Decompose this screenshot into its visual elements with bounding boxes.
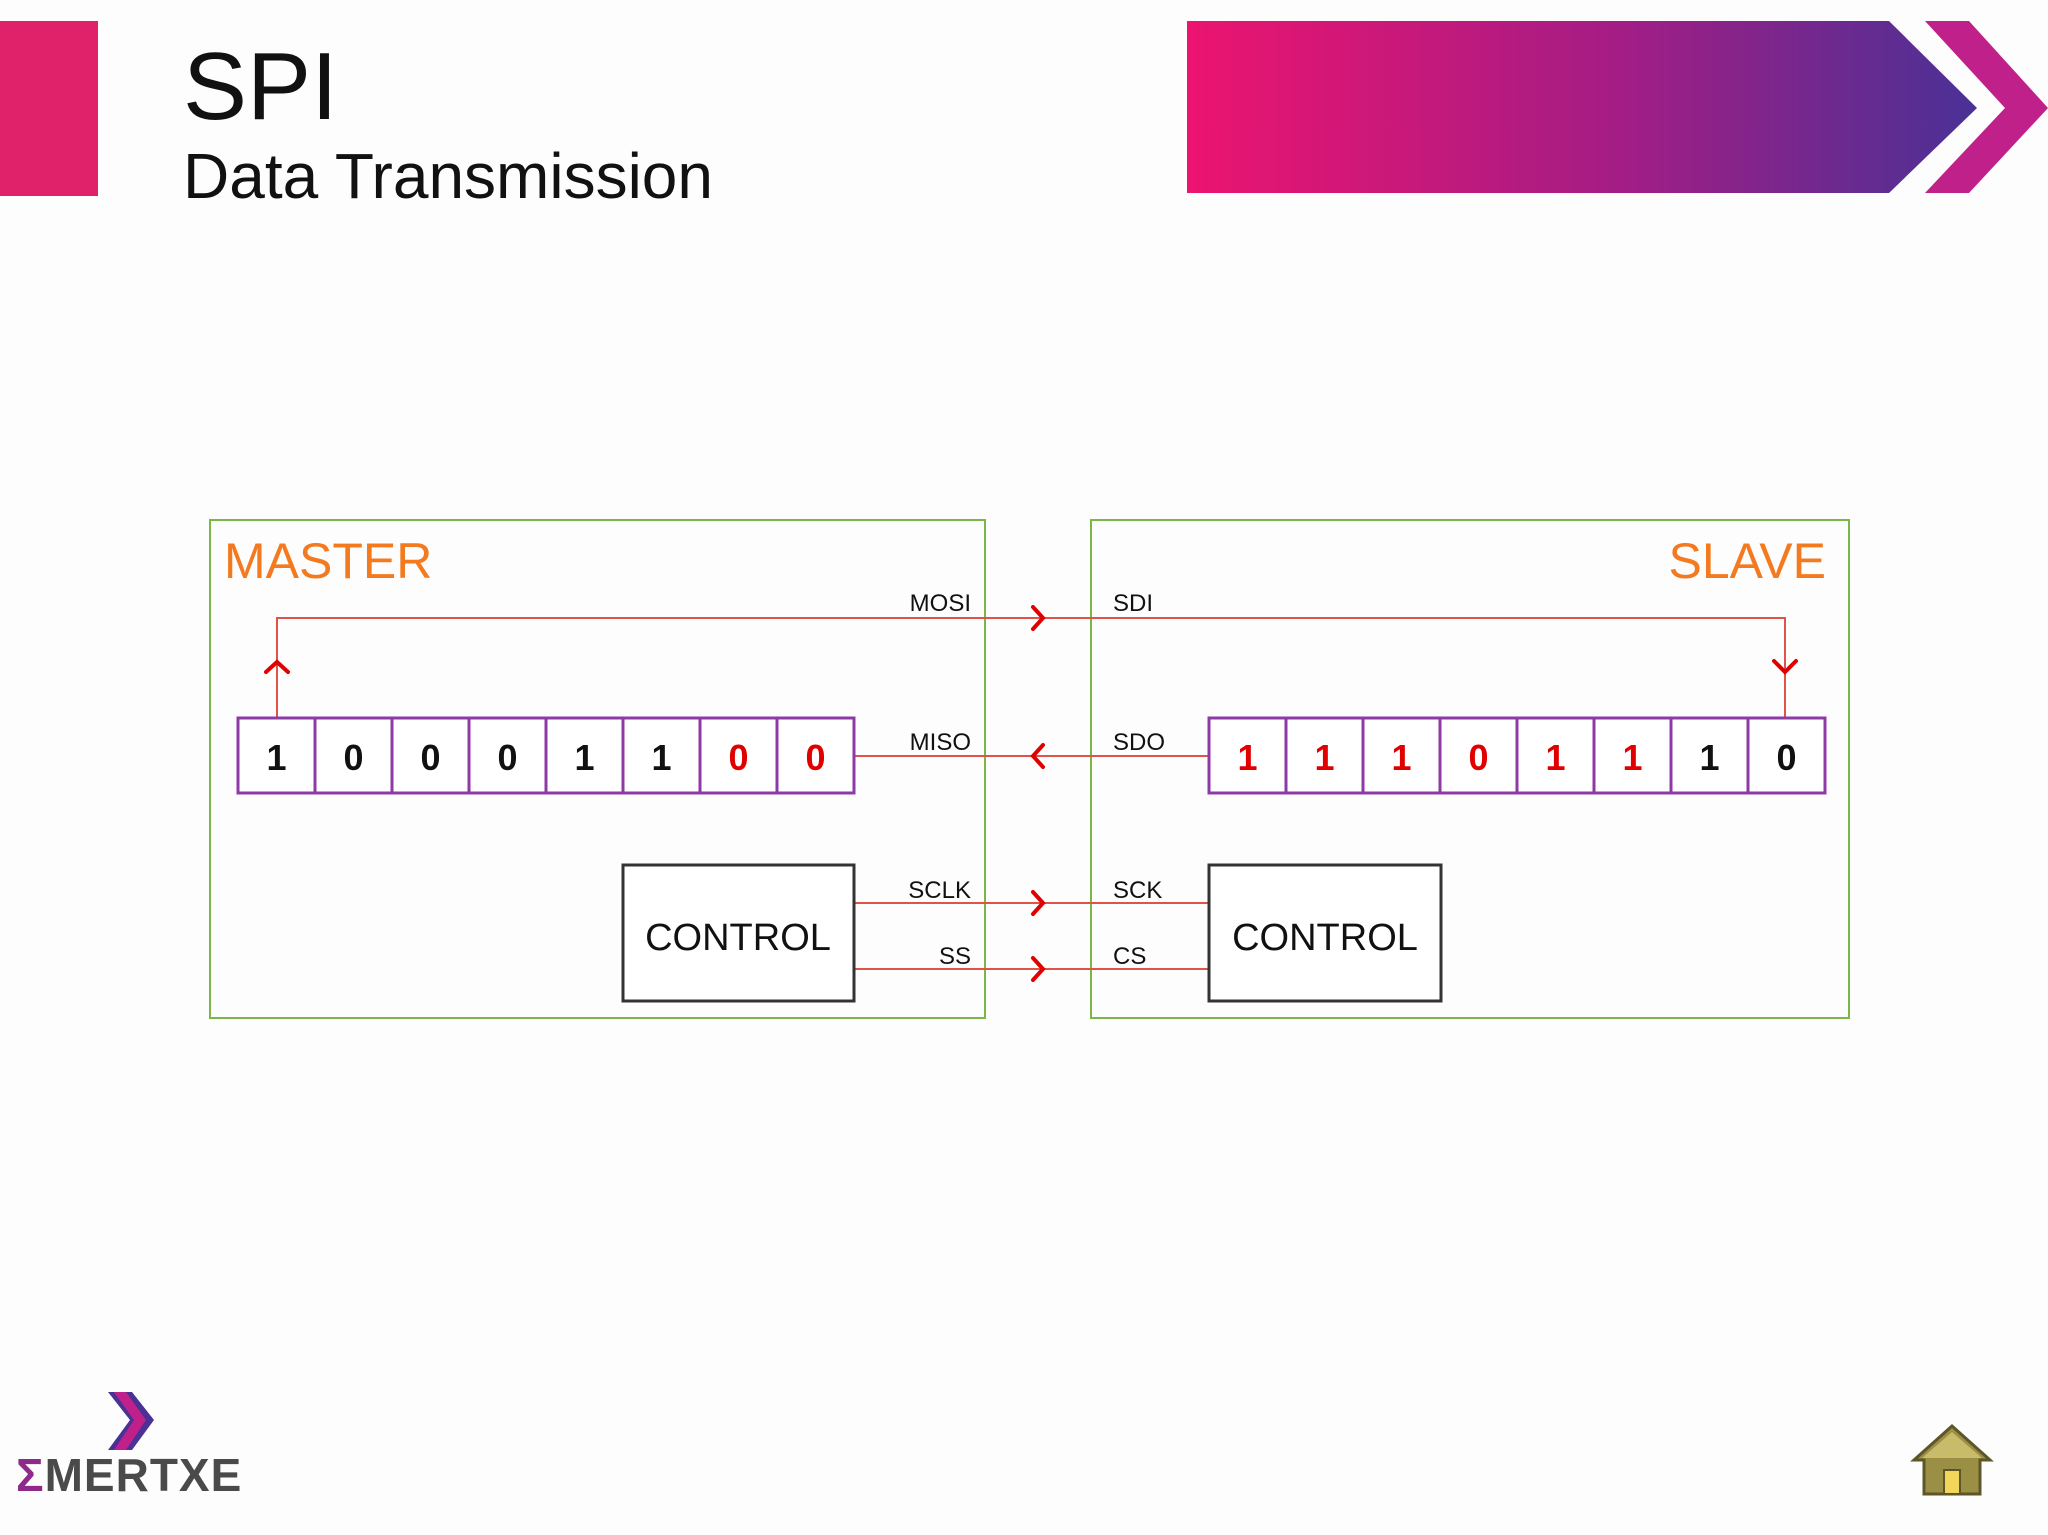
miso-arrow [1030, 743, 1045, 769]
ss-arrow [1031, 956, 1046, 982]
sclk-arrow [1031, 890, 1046, 916]
master-register-bit: 0 [343, 737, 363, 778]
miso-label: MISO [910, 729, 971, 756]
master-control-box [621, 863, 856, 1003]
slave-shift-down-arrow [1772, 659, 1798, 675]
master-register-bit: 1 [574, 737, 594, 778]
slave-register-bit: 1 [1391, 737, 1411, 778]
slave-register-cell [1284, 716, 1365, 795]
slave-control-label: CONTROL [1232, 917, 1418, 959]
master-register-cell [698, 716, 779, 795]
master-register-cell [467, 716, 548, 795]
master-register-bit: 1 [651, 737, 671, 778]
master-shift-up-arrow [264, 659, 290, 674]
master-shift-register: 1 0 0 0 1 1 0 0 [236, 716, 856, 795]
slave-control-box [1207, 863, 1443, 1003]
master-control-label: CONTROL [645, 917, 831, 959]
master-register-bit: 0 [728, 737, 748, 778]
sdo-label: SDO [1113, 729, 1165, 756]
slave-register-cell [1515, 716, 1596, 795]
slave-register-bit: 0 [1776, 737, 1796, 778]
ss-label: SS [939, 943, 971, 970]
master-register-cell [775, 716, 856, 795]
accent-bar-left [0, 21, 98, 196]
master-register-cell [390, 716, 471, 795]
slide-subtitle: Data Transmission [183, 140, 713, 212]
slave-box [1090, 519, 1850, 1019]
master-box [209, 519, 986, 1019]
sclk-label: SCLK [908, 877, 971, 904]
cs-label: CS [1113, 943, 1146, 970]
logo-sigma: Σ [16, 1449, 45, 1501]
slide-title: SPI [183, 33, 338, 140]
slave-register-cell [1746, 716, 1827, 795]
logo-text: MERTXE [44, 1449, 243, 1501]
master-register-cell [236, 716, 317, 795]
header-banner [1187, 21, 2048, 193]
mosi-arrow [1031, 605, 1046, 631]
master-label: MASTER [224, 533, 432, 589]
slave-label: SLAVE [1669, 533, 1827, 589]
sdi-label: SDI [1113, 590, 1153, 617]
mosi-wire [276, 617, 1786, 717]
slave-register-bit: 1 [1545, 737, 1565, 778]
home-icon[interactable] [1910, 1420, 1994, 1500]
slave-shift-register: 1 1 1 0 1 1 1 0 [1207, 716, 1827, 795]
slave-register-cell [1207, 716, 1288, 795]
master-register-bit: 1 [266, 737, 286, 778]
logo-wordmark: ΣMERTXE [16, 1448, 242, 1502]
master-register-bit: 0 [420, 737, 440, 778]
master-register-bit: 0 [805, 737, 825, 778]
slave-register-bit: 1 [1237, 737, 1257, 778]
slave-register-bit: 1 [1699, 737, 1719, 778]
slave-register-bit: 0 [1468, 737, 1488, 778]
master-register-cell [544, 716, 625, 795]
slave-register-bit: 1 [1314, 737, 1334, 778]
slave-register-bit: 1 [1622, 737, 1642, 778]
slave-register-cell [1592, 716, 1673, 795]
emertxe-chevron-logo [108, 1392, 154, 1450]
master-register-cell [313, 716, 394, 795]
master-register-bit: 0 [497, 737, 517, 778]
mosi-label: MOSI [910, 590, 971, 617]
master-register-cell [621, 716, 702, 795]
sck-label: SCK [1113, 877, 1162, 904]
